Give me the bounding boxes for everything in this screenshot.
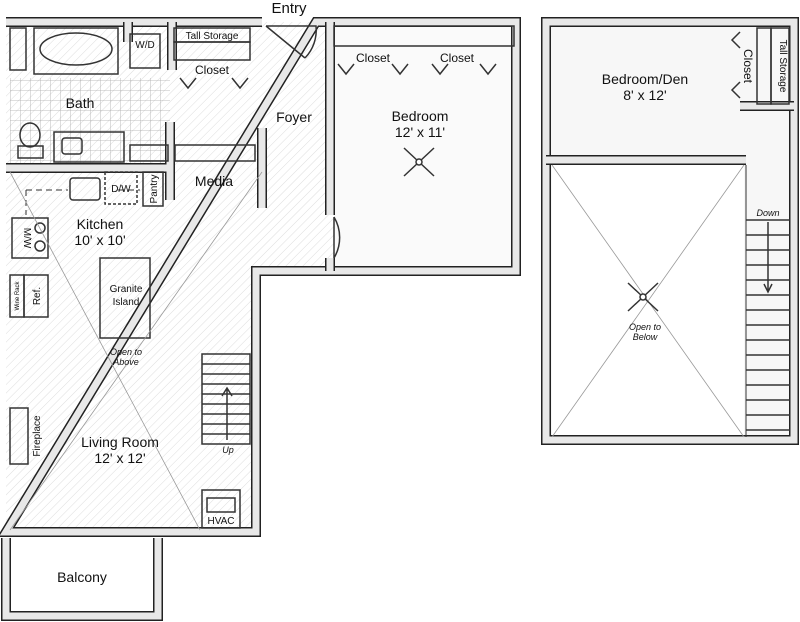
foyer-label: Foyer xyxy=(276,109,312,125)
fireplace xyxy=(9,407,29,465)
washer-dryer xyxy=(129,33,161,69)
fireplace-label: Fireplace xyxy=(32,415,43,457)
bath-label: Bath xyxy=(66,95,95,111)
open-below-line2: Below xyxy=(633,332,658,342)
closet-shelving xyxy=(173,41,251,61)
media-label: Media xyxy=(195,173,233,189)
loft-tall-storage-label: Tall Storage xyxy=(777,40,788,93)
wd-label: W/D xyxy=(135,40,154,51)
hvac-unit xyxy=(201,489,241,529)
open-below-line1: Open to xyxy=(629,322,661,332)
hvac-label: HVAC xyxy=(207,516,234,527)
den-size: 8' x 12' xyxy=(623,87,666,103)
bath-vanity xyxy=(53,131,125,163)
closet-label: Closet xyxy=(195,63,230,77)
main-unit: W/D Tall Storage Closet Closet Closet Be… xyxy=(0,0,521,537)
balcony-label: Balcony xyxy=(57,569,107,585)
ceiling-fan-icon xyxy=(403,147,435,177)
down-label: Down xyxy=(756,208,779,218)
arrow-down-icon xyxy=(763,222,773,294)
pantry-label: Pantry xyxy=(149,175,160,204)
den-name: Bedroom/Den xyxy=(602,71,688,87)
range xyxy=(11,217,49,259)
refrigerator xyxy=(23,274,49,318)
bath-tile-floor xyxy=(10,78,170,163)
living-room-size: 12' x 12' xyxy=(94,450,145,466)
loft-closet-label: Closet xyxy=(741,49,755,84)
bedroom-door[interactable] xyxy=(333,216,341,259)
bedroom-floor xyxy=(334,26,514,266)
arrow-up-icon xyxy=(221,386,233,440)
open-above-line1: Open to xyxy=(110,347,142,357)
ceiling-fan-icon xyxy=(627,282,659,312)
bedroom-size: 12' x 11' xyxy=(395,124,445,140)
island-line1: Granite xyxy=(110,284,143,295)
stairs-up[interactable] xyxy=(201,353,251,445)
linen-shelf xyxy=(9,27,27,71)
bedroom-name: Bedroom xyxy=(392,108,449,124)
bedroom-closet-2-label: Closet xyxy=(440,51,475,65)
ref-label: Ref. xyxy=(32,287,43,305)
granite-island xyxy=(99,257,151,339)
pantry xyxy=(142,171,164,207)
up-label: Up xyxy=(222,445,234,455)
living-room-name: Living Room xyxy=(81,434,159,450)
dishwasher xyxy=(104,171,138,205)
mw-label: M/W xyxy=(21,228,32,249)
entry-door[interactable] xyxy=(265,25,317,59)
tall-storage-label: Tall Storage xyxy=(186,31,239,42)
balcony: Balcony xyxy=(1,538,163,621)
toilet xyxy=(19,122,41,148)
loft: Tall Storage Closet Bedroom/Den 8' x 12'… xyxy=(541,17,799,445)
bathtub xyxy=(33,27,119,75)
wine-rack-label: Wine Rack xyxy=(15,281,21,311)
dw-label: D/W xyxy=(111,184,131,195)
kitchen-name: Kitchen xyxy=(77,216,124,232)
open-above-line2: Above xyxy=(112,357,139,367)
entry-label: Entry xyxy=(271,0,307,17)
stairs-down[interactable] xyxy=(746,219,790,431)
bedroom-closet-1-label: Closet xyxy=(356,51,391,65)
bedroom-closet-shelving xyxy=(333,25,515,47)
kitchen-sink xyxy=(69,177,101,201)
island-line2: Island xyxy=(113,297,140,308)
kitchen-size: 10' x 10' xyxy=(74,232,125,248)
